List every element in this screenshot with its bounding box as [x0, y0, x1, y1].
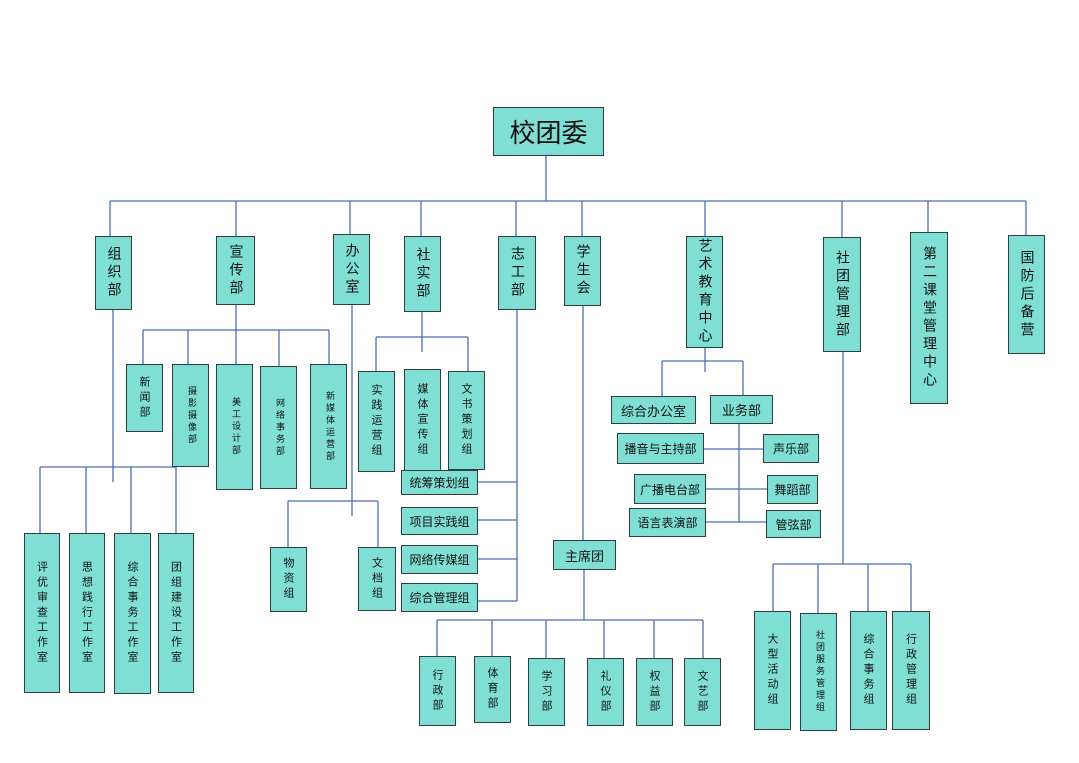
zhigong-sub-3: 综合管理组: [401, 583, 478, 612]
dept-xueshenghui: 学生会: [564, 236, 601, 306]
xueshenghui-dept-0: 行政部: [419, 656, 456, 726]
dept-shetuan: 社团管理部: [823, 237, 861, 352]
xuanchuan-sub-1: 摄影摄像部: [172, 364, 209, 467]
yishu-business: 业务部: [710, 395, 773, 424]
zhigong-sub-0: 统筹策划组: [401, 470, 478, 495]
yishu-left-0: 播音与主持部: [617, 433, 704, 464]
zuzhi-sub-0: 评优审查工作室: [24, 533, 60, 693]
shijian-sub-1: 媒体宣传组: [404, 369, 441, 471]
dept-xuanchuan: 宣传部: [216, 236, 255, 305]
shetuan-sub-1: 社团服务管理组: [800, 613, 837, 731]
xueshenghui-dept-4: 权益部: [636, 658, 673, 726]
bangongshi-sub-1: 文档组: [358, 547, 396, 611]
dept-dierketang: 第二课堂管理中心: [910, 232, 948, 404]
zuzhi-sub-2: 综合事务工作室: [114, 533, 151, 694]
root-node: 校团委: [493, 107, 604, 156]
yishu-right-0: 声乐部: [763, 434, 819, 463]
yishu-right-2: 管弦部: [766, 510, 821, 538]
dept-zhigong: 志工部: [498, 236, 536, 310]
yishu-left-2: 语言表演部: [629, 508, 706, 537]
yishu-right-1: 舞蹈部: [767, 475, 818, 504]
zuzhi-sub-3: 团组建设工作室: [158, 533, 194, 693]
dept-guofang: 国防后备营: [1008, 235, 1045, 354]
shijian-sub-2: 文书策划组: [448, 371, 485, 470]
shetuan-sub-2: 综合事务组: [850, 611, 887, 730]
xueshenghui-dept-1: 体育部: [474, 656, 511, 723]
zhigong-sub-2: 网络传媒组: [401, 545, 478, 574]
dept-zuzhi: 组织部: [95, 236, 132, 310]
dept-yishu: 艺术教育中心: [686, 236, 723, 348]
xueshenghui-dept-2: 学习部: [528, 658, 565, 726]
dept-shijian: 社实部: [404, 236, 441, 312]
zhigong-sub-1: 项目实践组: [401, 507, 478, 535]
shetuan-sub-3: 行政管理组: [892, 611, 930, 730]
dept-bangongshi: 办公室: [333, 234, 370, 305]
xuanchuan-sub-3: 网络事务部: [260, 366, 297, 489]
xuanchuan-sub-2: 美工设计部: [216, 364, 253, 490]
xueshenghui-presidium: 主席团: [553, 540, 616, 570]
xuanchuan-sub-0: 新闻部: [126, 364, 163, 432]
xueshenghui-dept-3: 礼仪部: [587, 658, 624, 726]
shijian-sub-0: 实践运营组: [358, 371, 395, 472]
yishu-left-1: 广播电台部: [634, 474, 706, 504]
yishu-office: 综合办公室: [611, 396, 696, 424]
zuzhi-sub-1: 思想践行工作室: [69, 533, 105, 693]
shetuan-sub-0: 大型活动组: [754, 611, 791, 730]
bangongshi-sub-0: 物资组: [270, 547, 307, 612]
xuanchuan-sub-4: 新媒体运营部: [310, 364, 347, 489]
xueshenghui-dept-5: 文艺部: [684, 658, 721, 726]
